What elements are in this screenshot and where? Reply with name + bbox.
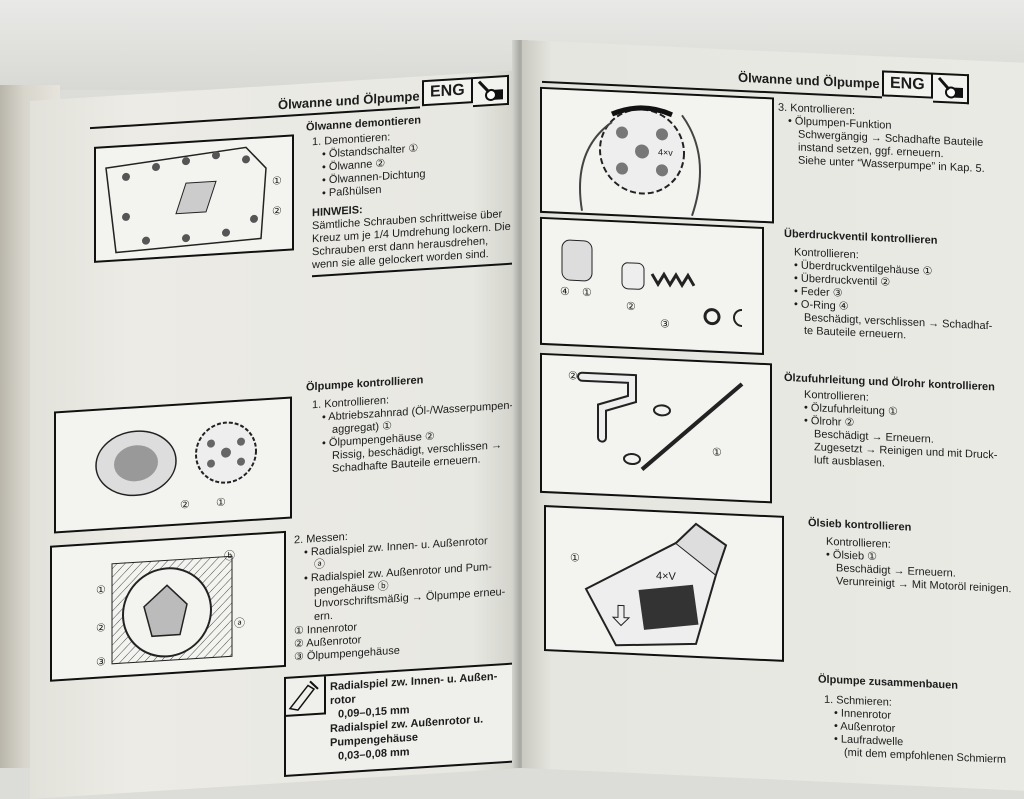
callout: ③ [96, 656, 106, 669]
right-page: Ölwanne und Ölpumpe ENG 4×v 3. Kontrolli… [522, 40, 1024, 791]
section-body: 1. Schmieren: • Innenrotor • Außenrotor … [824, 694, 1006, 767]
engine-wrench-icon [473, 74, 509, 108]
callout: ② [568, 370, 578, 383]
section-body: 1. Kontrollieren: • Abtriebszahnrad (Öl-… [312, 387, 513, 478]
strainer-mark: 4×V [656, 570, 676, 583]
callout: ① [582, 286, 592, 300]
callout: ② [272, 205, 282, 218]
spec-text: Radialspiel zw. Innen- u. Außen- rotor 0… [330, 670, 497, 765]
callout: ① [570, 552, 580, 565]
section-title: Ölsieb kontrollieren [808, 516, 912, 534]
left-page: Ölwanne und Ölpumpe ENG Ölwanne demontie… [30, 70, 522, 799]
callout: ② [180, 498, 190, 512]
callout: ③ [660, 318, 670, 331]
engine-wrench-icon [933, 72, 969, 105]
oil-pipe-figure: ② ① [540, 352, 772, 504]
gear-figure: 4×v [540, 86, 774, 224]
section-body: Kontrollieren: • Überdruckventilgehäuse … [794, 246, 992, 346]
gear-mark: 4×v [658, 147, 673, 158]
oil-pump-figure: ② ① [54, 396, 292, 534]
section-body: 2. Messen: • Radialspiel zw. Innen- u. A… [294, 521, 505, 664]
section-title: Überdruckventil kontrollieren [784, 227, 938, 247]
callout: ⓐ [234, 617, 245, 631]
callout: ⓑ [224, 550, 235, 563]
caliper-icon [286, 676, 326, 717]
section-body: 3. Kontrollieren: • Ölpumpen-Funktion Sc… [778, 102, 985, 176]
callout: ① [272, 175, 282, 188]
section-body: 1. Demontieren: • Ölstandschalter ① • Öl… [312, 129, 426, 201]
callout: ① [96, 584, 106, 597]
section-title: Ölpumpe kontrollieren [306, 374, 424, 394]
spec-box: Radialspiel zw. Innen- u. Außen- rotor 0… [284, 662, 514, 777]
callout: ② [626, 300, 636, 314]
eng-badge: ENG [882, 70, 933, 99]
callout: ② [96, 622, 106, 635]
section-title: Ölpumpe zusammenbauen [818, 673, 958, 692]
oil-pan-figure: ① ② [94, 134, 294, 263]
callout: ① [712, 446, 722, 460]
note: HINWEIS: Sämtliche Schrauben schrittweis… [312, 195, 512, 273]
oil-strainer-figure: ① 4×V [544, 504, 784, 662]
relief-valve-figure: ④ ① ② ③ [540, 216, 764, 355]
eng-badge: ENG [422, 77, 473, 107]
page-header-title: Ölwanne und Ölpumpe [738, 69, 880, 92]
callout: ① [216, 496, 226, 510]
rotor-clearance-figure: ① ② ③ ⓑ ⓐ [50, 530, 286, 682]
callout: ④ [560, 285, 570, 299]
section-body: Kontrollieren: • Ölzufuhrleitung ① • Ölr… [804, 389, 997, 476]
section-body: Kontrollieren: • Ölsieb ① Beschädigt → E… [826, 536, 1011, 596]
